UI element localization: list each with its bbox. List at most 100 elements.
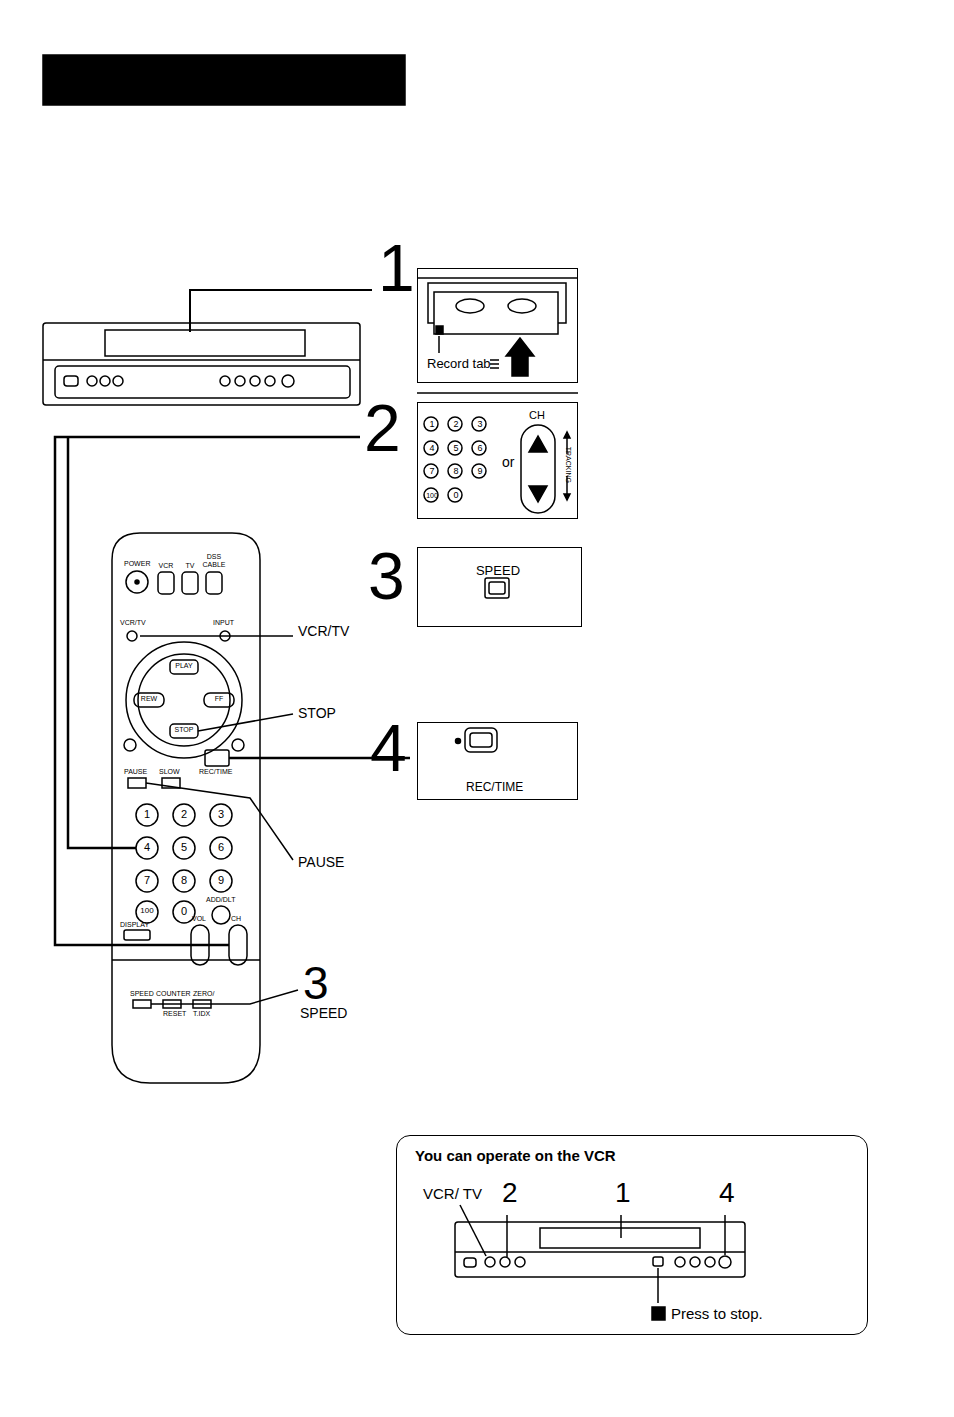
panel-text: CH: [529, 409, 545, 421]
line-art: [485, 578, 509, 598]
line-art: [135, 580, 139, 584]
panel-text: 6: [473, 444, 487, 454]
line-art: [448, 464, 462, 478]
callout-number: 3: [368, 540, 405, 613]
line-art: [564, 494, 570, 500]
remote-key-label: 0: [173, 905, 195, 917]
line-art: [124, 739, 136, 751]
line-art: [515, 1257, 525, 1267]
step-panel: 1234567891000CHorTRACKING: [417, 402, 578, 519]
line-art: [128, 778, 146, 788]
line-art: [472, 417, 486, 431]
line-art: [490, 360, 499, 368]
panel-text: VCR/ TV: [423, 1186, 482, 1203]
line-art: [500, 1257, 510, 1267]
remote-key-label: 2: [173, 808, 195, 820]
line-art: [210, 870, 232, 892]
remote-key-label: 1: [136, 808, 158, 820]
header-bar: [43, 55, 405, 105]
line-art: [136, 901, 158, 923]
line-art: [456, 739, 461, 744]
remote-key-label: VCR/TV: [120, 619, 146, 627]
line-art: [675, 1257, 685, 1267]
line-art: [529, 436, 547, 452]
step-panel: REC/TIME: [417, 722, 578, 800]
line-art: [265, 376, 275, 386]
line-art: [220, 376, 230, 386]
line-art: [204, 693, 234, 707]
remote-key-label: PAUSE: [124, 768, 147, 776]
jog-ring: [126, 642, 242, 758]
panel-text: Record tab: [427, 357, 491, 371]
line-art: [173, 804, 195, 826]
button-label: PAUSE: [298, 855, 344, 870]
line-art: [210, 837, 232, 859]
line-art: [489, 582, 505, 594]
remote-key-label: INPUT: [213, 619, 234, 627]
remote-key-label: 7: [136, 874, 158, 886]
line-art: [173, 870, 195, 892]
line-art: [68, 437, 136, 848]
line-art: [87, 376, 97, 386]
line-art: [43, 55, 745, 1320]
callout-number: 4: [370, 712, 407, 785]
line-art: [136, 837, 158, 859]
remote-key-label: ZERO/: [193, 990, 214, 998]
line-art: [464, 1258, 476, 1267]
line-art: [133, 1000, 151, 1008]
remote-key-label: SPEED: [130, 990, 154, 998]
remote-key-label: FF: [204, 695, 234, 703]
number-keys: [424, 417, 486, 502]
line-art: [113, 376, 123, 386]
line-art: [456, 299, 484, 313]
line-art: [100, 376, 110, 386]
remote-key-label: 8: [173, 874, 195, 886]
line-art: [690, 1257, 700, 1267]
remote-digit-keys: [136, 804, 232, 924]
line-art: [472, 441, 486, 455]
line-art: [205, 750, 229, 766]
panel-text: 1: [615, 1178, 631, 1209]
remote-key-label: CH: [231, 915, 241, 923]
remote-key-label: 6: [210, 841, 232, 853]
panel-text: You can operate on the VCR: [415, 1148, 616, 1165]
leader-line: [190, 290, 372, 332]
line-art: [198, 714, 293, 731]
panel-text: SPEED: [418, 564, 578, 578]
remote-body: [112, 533, 260, 1083]
callout-number: 1: [378, 232, 415, 305]
panel-text: REC/TIME: [466, 781, 523, 794]
remote-key-label: 5: [173, 841, 195, 853]
record-tab: [436, 326, 443, 334]
line-art: [719, 1256, 731, 1268]
line-art: [173, 901, 195, 923]
line-art: [232, 739, 244, 751]
line-art: [417, 277, 578, 279]
remote-key-label: 4: [136, 841, 158, 853]
cassette-slot: [105, 330, 305, 356]
line-art: [250, 376, 260, 386]
line-art: [124, 930, 150, 940]
callout-number: 3: [303, 958, 329, 1009]
line-art: [151, 990, 298, 1004]
line-art: [206, 572, 222, 594]
remote-key-label: DSS CABLE: [200, 553, 228, 568]
line-art: [424, 464, 438, 478]
line-art: [229, 925, 247, 965]
remote-key-label: 9: [210, 874, 232, 886]
line-art: [529, 486, 547, 502]
line-art: [64, 376, 78, 386]
remote-key-label: VCR: [158, 562, 174, 570]
line-art: [455, 1222, 745, 1277]
remote-key-label: REW: [134, 695, 164, 703]
line-art: [448, 417, 462, 431]
line-art: [146, 783, 293, 860]
line-art: [620, 1215, 622, 1238]
line-art: [134, 693, 164, 707]
line-art: [136, 804, 158, 826]
line-art: [424, 417, 438, 431]
remote-key-label: STOP: [170, 726, 198, 734]
line-art: [460, 1205, 486, 1256]
line-art: [540, 1228, 700, 1248]
line-art: [417, 392, 578, 394]
